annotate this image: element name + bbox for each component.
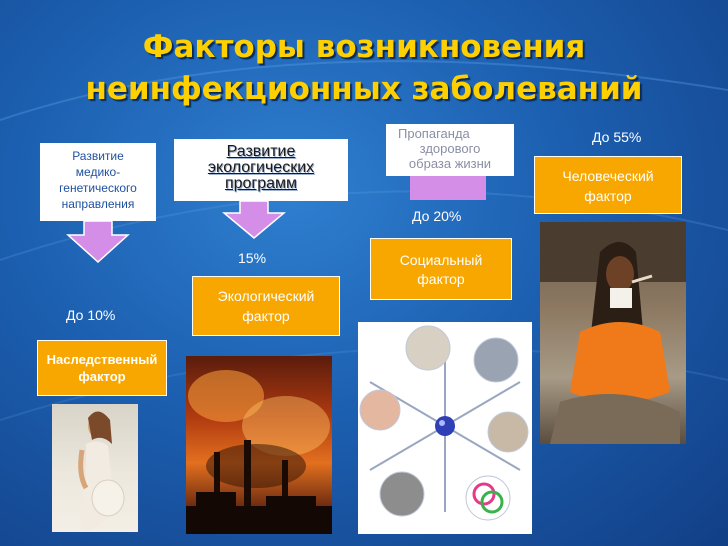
social-percent: До 20% bbox=[412, 208, 462, 224]
human-factor-label: Человеческий фактор bbox=[534, 156, 682, 214]
title-line-1: Факторы возникновения bbox=[142, 29, 586, 65]
heredity-percent: До 10% bbox=[66, 307, 116, 323]
social-factor-line: Социальный bbox=[399, 252, 483, 268]
human-factor-line: Человеческий bbox=[562, 168, 654, 184]
industrial-smoke-photo bbox=[186, 356, 332, 534]
social-measure-box: Пропаганда здорового образа жизни bbox=[386, 124, 514, 176]
ecology-measure-line: программ bbox=[224, 175, 298, 192]
heredity-measure-box: Развитие медико- генетического направлен… bbox=[40, 143, 156, 221]
social-measure-line: здорового bbox=[419, 141, 481, 156]
ecology-factor-line: Экологический bbox=[217, 288, 315, 304]
heredity-measure-line: Развитие bbox=[72, 149, 124, 163]
social-factor-line: фактор bbox=[417, 271, 465, 287]
heredity-measure-line: медико- bbox=[75, 165, 121, 179]
ecology-measure-box: Развитие экологических программ bbox=[174, 139, 348, 201]
arrow-down-icon bbox=[410, 176, 486, 200]
heredity-factor-label: Наследственный фактор bbox=[37, 340, 167, 396]
social-measure-line: Пропаганда bbox=[398, 126, 470, 141]
title-line-2: неинфекционных заболеваний bbox=[85, 71, 643, 107]
heredity-factor-line: Наследственный bbox=[46, 352, 158, 367]
human-percent: До 55% bbox=[592, 129, 642, 145]
pregnant-woman-photo bbox=[52, 404, 138, 532]
ecology-factor-label: Экологический фактор bbox=[192, 276, 340, 336]
heredity-factor-line: фактор bbox=[78, 369, 126, 384]
social-factor-label: Социальный фактор bbox=[370, 238, 512, 300]
ecology-measure-line: Развитие bbox=[226, 143, 296, 160]
social-measure-line: образа жизни bbox=[408, 156, 492, 171]
ecology-percent: 15% bbox=[238, 250, 267, 266]
ecology-measure-line: экологических bbox=[207, 159, 315, 176]
ecology-factor-line: фактор bbox=[242, 308, 290, 324]
heredity-measure-line: генетического bbox=[59, 181, 137, 195]
heredity-measure-line: направления bbox=[61, 197, 135, 211]
social-network-collage bbox=[358, 322, 532, 534]
slide-title: Факторы возникновения неинфекционных заб… bbox=[0, 26, 728, 110]
arrow-down-icon bbox=[222, 201, 286, 239]
arrow-down-icon bbox=[66, 221, 130, 263]
human-factor-line: фактор bbox=[584, 188, 632, 204]
smoking-man-photo bbox=[540, 222, 686, 444]
